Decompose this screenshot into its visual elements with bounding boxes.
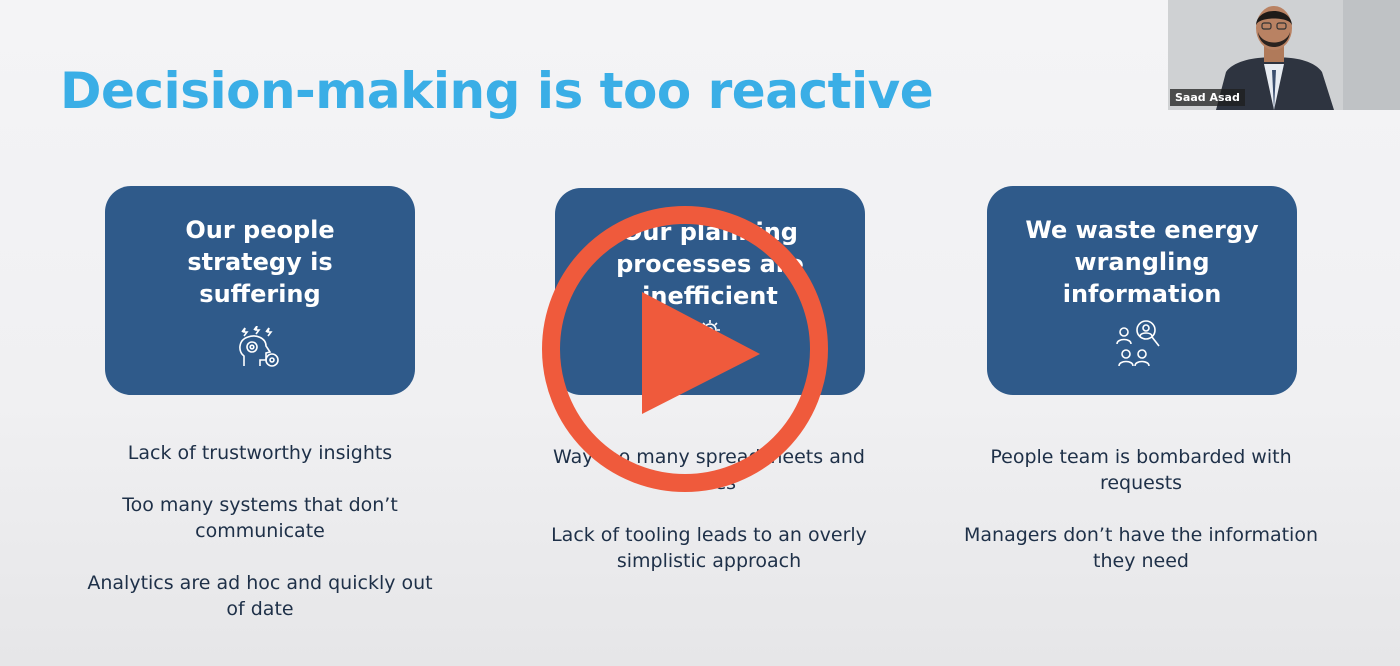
point-text: People team is bombarded with requests bbox=[990, 446, 1292, 494]
point-text: Too many systems that don’t communicate bbox=[122, 494, 398, 542]
brain-gears-icon bbox=[234, 325, 286, 378]
column-points-1: Lack of trustworthy insights Too many sy… bbox=[80, 440, 440, 648]
point-text: Analytics are ad hoc and quickly out of … bbox=[87, 572, 433, 620]
column-points-3: People team is bombarded with requests M… bbox=[961, 444, 1321, 600]
card-waste-energy: We waste energy wrangling information bbox=[987, 186, 1297, 395]
play-icon bbox=[542, 206, 828, 492]
point-text: Lack of tooling leads to an overly simpl… bbox=[551, 524, 867, 572]
participant-video-tile[interactable]: Saad Asad bbox=[1168, 0, 1400, 110]
people-search-icon bbox=[1116, 318, 1168, 372]
card-title: Our people strategy is suffering bbox=[185, 216, 335, 308]
card-title: We waste energy wrangling information bbox=[1025, 216, 1259, 308]
play-button[interactable] bbox=[540, 204, 830, 494]
slide-title: Decision-making is too reactive bbox=[60, 62, 934, 120]
card-people-strategy: Our people strategy is suffering bbox=[105, 186, 415, 395]
point-text: Managers don’t have the information they… bbox=[963, 524, 1318, 572]
participant-name: Saad Asad bbox=[1170, 89, 1245, 106]
point-text: Lack of trustworthy insights bbox=[127, 442, 393, 464]
